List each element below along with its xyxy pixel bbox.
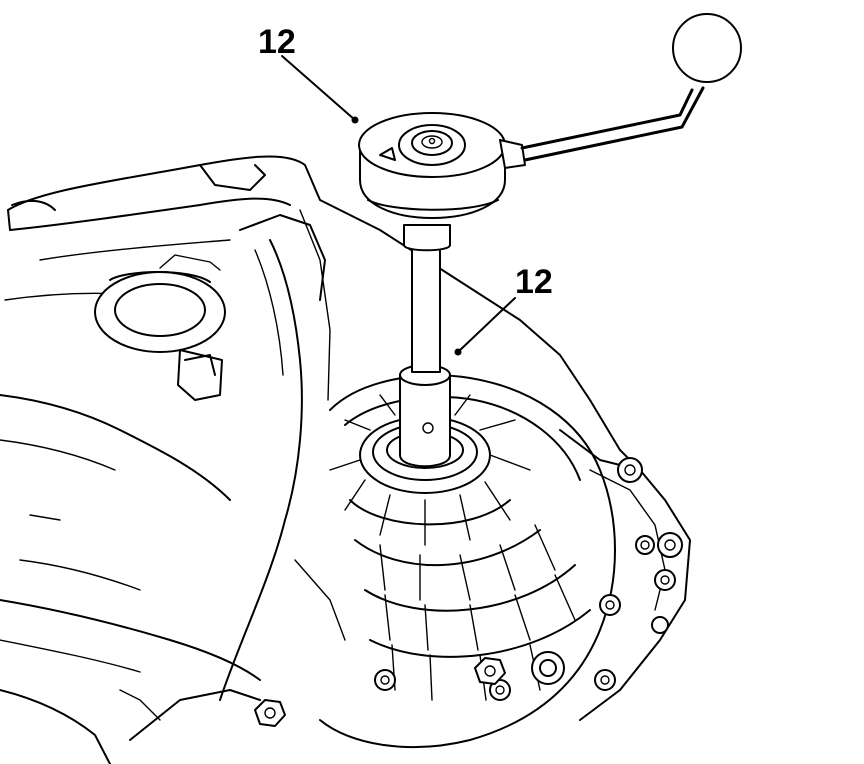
transmission-housing [0,155,641,764]
filler-plug [94,254,226,401]
callout-number-middle: 12 [515,263,553,301]
leader-dot-top [351,116,359,124]
leader-dot-middle [454,348,462,356]
gear-cover [254,374,691,749]
callout-leaders [281,55,516,356]
leader-line-top [281,55,356,121]
leader-line-middle [457,297,516,353]
callout-number-top: 12 [258,23,296,61]
special-tool [358,13,742,468]
